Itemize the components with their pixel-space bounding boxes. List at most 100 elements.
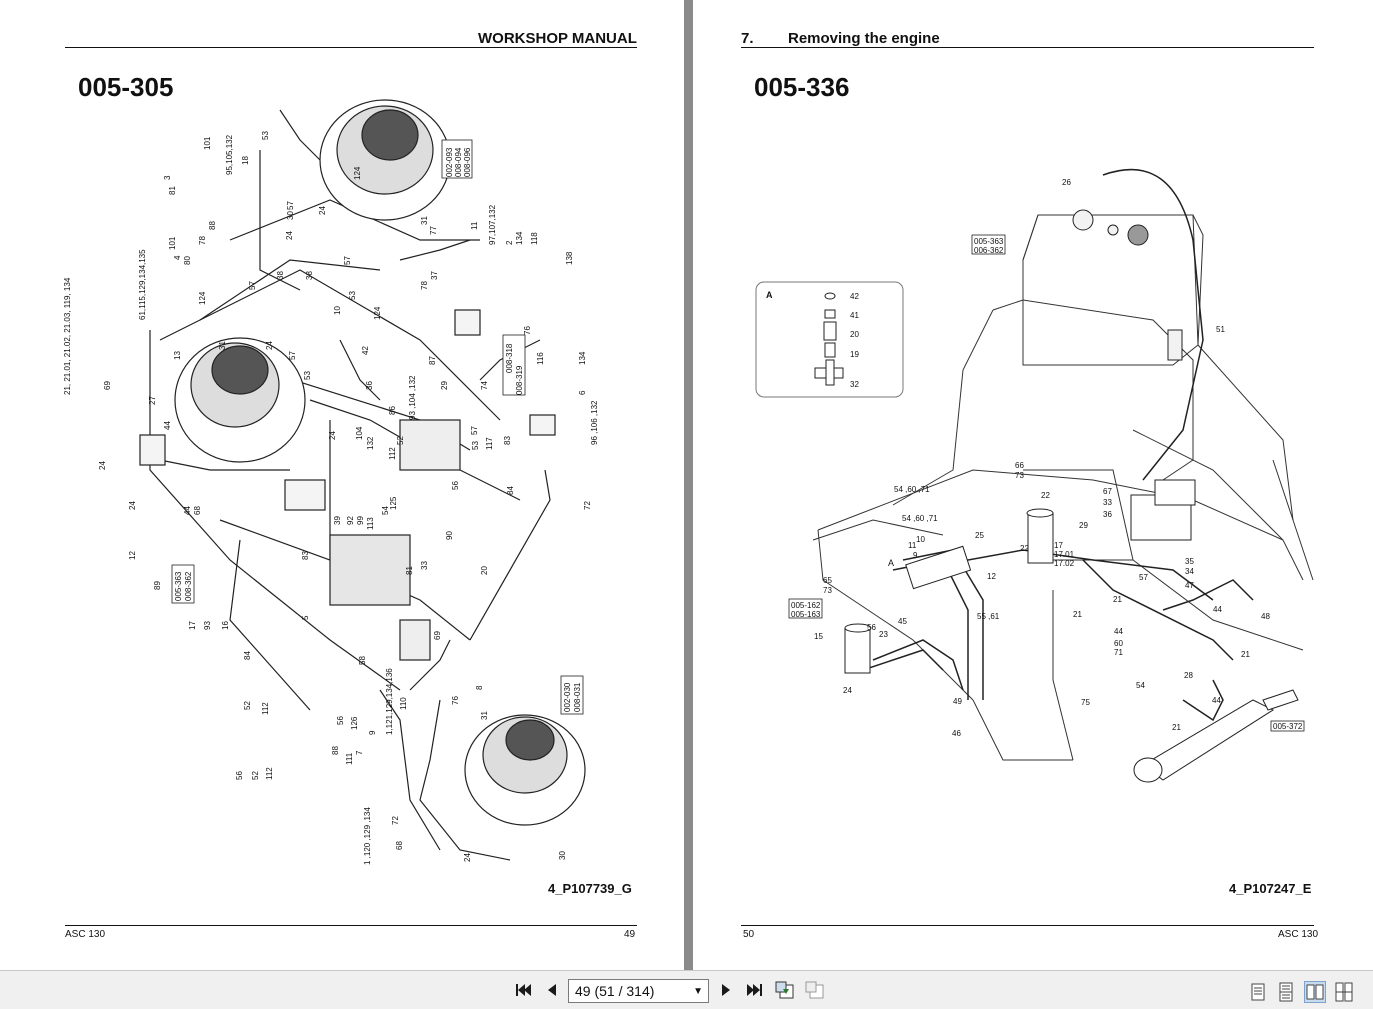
- svg-text:57: 57: [286, 201, 295, 210]
- svg-text:83: 83: [503, 436, 512, 445]
- svg-text:69: 69: [433, 631, 442, 640]
- svg-text:76: 76: [523, 326, 532, 335]
- svg-text:81: 81: [168, 186, 177, 195]
- svg-text:78: 78: [198, 236, 207, 245]
- svg-text:77: 77: [429, 226, 438, 235]
- svg-text:48: 48: [1261, 612, 1270, 621]
- svg-text:97,107,132: 97,107,132: [488, 204, 497, 245]
- drawing-number: 4_P107739_G: [548, 881, 632, 896]
- svg-text:24: 24: [265, 341, 274, 350]
- svg-text:7: 7: [355, 750, 364, 755]
- svg-text:56: 56: [867, 623, 876, 632]
- svg-text:90: 90: [445, 531, 454, 540]
- svg-text:006-362: 006-362: [974, 246, 1004, 255]
- svg-text:54 ,60 ,71: 54 ,60 ,71: [894, 485, 930, 494]
- svg-text:22: 22: [1020, 544, 1029, 553]
- svg-text:72: 72: [391, 816, 400, 825]
- svg-text:134: 134: [515, 231, 524, 245]
- footer-rule: [65, 925, 637, 926]
- svg-text:5: 5: [301, 615, 310, 620]
- svg-text:005-363: 005-363: [974, 237, 1004, 246]
- facing-pages-icon[interactable]: [1304, 981, 1326, 1003]
- svg-text:21, 21.01, 21.02, 21.03, 119,: 21, 21.01, 21.02, 21.03, 119, 134: [63, 277, 72, 395]
- svg-text:66: 66: [1015, 461, 1024, 470]
- svg-text:10: 10: [916, 535, 925, 544]
- svg-text:86: 86: [388, 406, 397, 415]
- svg-text:93: 93: [203, 621, 212, 630]
- svg-text:20: 20: [850, 330, 859, 339]
- svg-text:005-363: 005-363: [174, 571, 183, 601]
- svg-text:1,121,129,134,136: 1,121,129,134,136: [385, 668, 394, 735]
- svg-text:20: 20: [480, 566, 489, 575]
- svg-text:118: 118: [530, 232, 539, 245]
- svg-text:56: 56: [451, 481, 460, 490]
- svg-text:52: 52: [396, 436, 405, 445]
- svg-text:12: 12: [128, 551, 137, 560]
- footer-model: ASC 130: [65, 929, 106, 940]
- chapter-title: Removing the engine: [788, 30, 940, 47]
- svg-text:29: 29: [440, 381, 449, 390]
- svg-text:72: 72: [583, 501, 592, 510]
- svg-text:13: 13: [173, 351, 182, 360]
- svg-text:8: 8: [475, 685, 484, 690]
- header-rule: [65, 47, 637, 48]
- svg-text:95,105,132: 95,105,132: [225, 134, 234, 175]
- svg-text:24: 24: [843, 686, 852, 695]
- svg-text:54 ,60 ,71: 54 ,60 ,71: [902, 514, 938, 523]
- next-view-icon[interactable]: [804, 979, 826, 1001]
- svg-text:17.01: 17.01: [1054, 550, 1075, 559]
- svg-text:42: 42: [361, 346, 370, 355]
- svg-text:24: 24: [98, 461, 107, 470]
- single-page-icon[interactable]: [1247, 981, 1269, 1003]
- document-viewport[interactable]: WORKSHOP MANUAL 005-305: [0, 0, 1373, 970]
- svg-text:44: 44: [1213, 605, 1222, 614]
- svg-text:008-318: 008-318: [505, 343, 514, 373]
- svg-text:3: 3: [163, 175, 172, 180]
- svg-text:73: 73: [1015, 471, 1024, 480]
- last-page-icon[interactable]: [744, 979, 766, 1001]
- page-selector-value: 49 (51 / 314): [575, 983, 655, 999]
- svg-text:21: 21: [1241, 650, 1250, 659]
- svg-text:87: 87: [428, 356, 437, 365]
- svg-text:110: 110: [399, 697, 408, 710]
- svg-text:005-162: 005-162: [791, 601, 821, 610]
- svg-text:112: 112: [261, 702, 270, 715]
- svg-text:84: 84: [506, 486, 515, 495]
- continuous-page-icon[interactable]: [1275, 981, 1297, 1003]
- svg-text:24: 24: [318, 206, 327, 215]
- svg-text:56: 56: [235, 771, 244, 780]
- next-page-icon[interactable]: [716, 979, 738, 1001]
- page-number: 49: [624, 929, 636, 940]
- svg-text:124: 124: [198, 291, 207, 305]
- svg-text:53: 53: [303, 371, 312, 380]
- previous-page-icon[interactable]: [540, 979, 562, 1001]
- svg-text:46: 46: [952, 729, 961, 738]
- svg-text:36: 36: [365, 381, 374, 390]
- svg-text:42: 42: [850, 292, 859, 301]
- previous-view-icon[interactable]: [774, 979, 796, 1001]
- svg-text:17.02: 17.02: [1054, 559, 1075, 568]
- svg-text:33: 33: [1103, 498, 1112, 507]
- svg-text:44: 44: [183, 506, 192, 515]
- svg-text:32: 32: [850, 380, 859, 389]
- svg-text:25: 25: [975, 531, 984, 540]
- header-title: WORKSHOP MANUAL: [478, 30, 637, 47]
- hydraulic-diagram-005-305: 21, 21.01, 21.02, 21.03, 119, 134 61,115…: [63, 99, 599, 865]
- svg-text:125: 125: [389, 496, 398, 510]
- svg-text:008-094: 008-094: [454, 147, 463, 177]
- first-page-icon[interactable]: [512, 979, 534, 1001]
- svg-text:116: 116: [536, 352, 545, 365]
- page-selector[interactable]: 49 (51 / 314) ▼: [568, 979, 709, 1003]
- svg-text:28: 28: [1184, 671, 1193, 680]
- svg-text:76: 76: [451, 696, 460, 705]
- svg-text:008-362: 008-362: [184, 571, 193, 601]
- svg-text:008-031: 008-031: [573, 682, 582, 712]
- svg-text:002-093: 002-093: [445, 147, 454, 177]
- svg-text:52: 52: [251, 771, 260, 780]
- svg-text:26: 26: [1062, 178, 1071, 187]
- svg-text:11: 11: [908, 541, 917, 550]
- continuous-facing-icon[interactable]: [1333, 981, 1355, 1003]
- svg-text:83: 83: [301, 551, 310, 560]
- svg-text:111: 111: [345, 752, 354, 765]
- svg-text:80: 80: [183, 256, 192, 265]
